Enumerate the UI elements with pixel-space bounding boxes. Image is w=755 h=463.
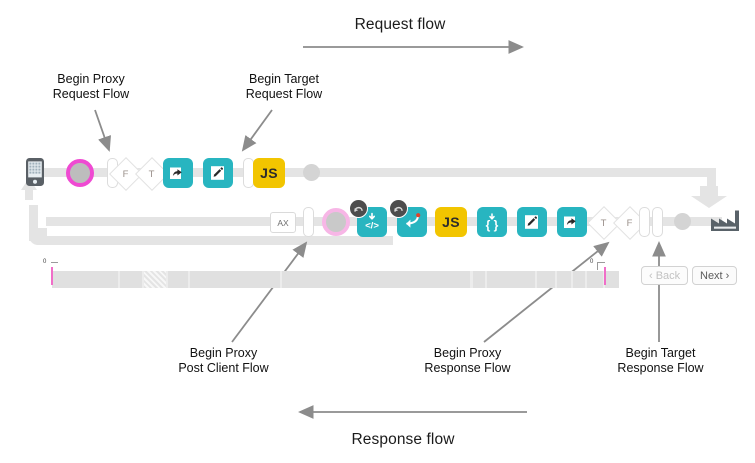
callout-arrow-begin-proxy-post-client-flow — [231, 241, 308, 343]
proxy-response-flow-bar[interactable] — [639, 207, 650, 237]
diamond-label: F — [123, 168, 129, 180]
target-server-icon[interactable] — [710, 209, 740, 238]
callout-line-1: Begin Target — [249, 72, 319, 86]
timeline-segment[interactable] — [52, 271, 118, 288]
timeline-marker-left[interactable] — [51, 267, 53, 285]
request-start-ring[interactable] — [66, 159, 94, 187]
callout-line-1: Begin Proxy — [189, 346, 258, 360]
assign-message-policy[interactable] — [203, 158, 233, 188]
service-callout-policy[interactable] — [163, 158, 193, 188]
share-arrow-icon — [564, 216, 576, 228]
pencil-icon — [211, 166, 224, 180]
js-icon: JS — [260, 165, 278, 181]
timeline-segment-hatched[interactable] — [144, 271, 166, 288]
mobile-phone-icon — [26, 158, 44, 186]
callout-line-1: Begin Proxy — [433, 346, 502, 360]
callout-arrow-begin-proxy-response-flow — [483, 241, 610, 343]
callout-begin-proxy-post-client-flow: Begin Proxy Post Client Flow — [152, 346, 295, 376]
timeline-segment[interactable] — [282, 271, 470, 288]
back-button[interactable]: ‹ Back — [641, 266, 689, 285]
timeline-tick-right — [597, 262, 605, 270]
callout-arrow-begin-proxy-request-flow — [94, 109, 111, 152]
callout-begin-proxy-response-flow: Begin Proxy Response Flow — [396, 346, 539, 376]
post-client-ring[interactable] — [322, 208, 350, 236]
extract-variables-policy[interactable]: </> — [349, 199, 387, 237]
callout-begin-target-request-flow: Begin Target Request Flow — [214, 72, 354, 102]
raise-fault-policy[interactable] — [389, 199, 427, 237]
svg-text:{ }: { } — [486, 218, 499, 232]
curved-arrow-icon — [354, 206, 363, 212]
timeline-segment[interactable] — [605, 271, 619, 288]
curly-braces-icon: { } — [486, 213, 499, 232]
callout-line-2: Response Flow — [617, 361, 704, 375]
callout-line-2: Post Client Flow — [178, 361, 269, 375]
response-start-dot[interactable] — [674, 213, 691, 230]
track-corner-left — [29, 228, 47, 245]
timeline-segment[interactable] — [557, 271, 571, 288]
js-icon: JS — [442, 214, 460, 230]
pencil-icon — [525, 215, 538, 229]
factory-icon — [711, 210, 739, 231]
timeline-segment[interactable] — [537, 271, 555, 288]
callout-line-1: Begin Proxy — [57, 72, 125, 86]
json-policy[interactable]: { } — [477, 207, 507, 237]
post-client-flow-bar[interactable] — [303, 207, 314, 237]
callout-line-1: Begin Target — [625, 346, 696, 360]
ax-analytics-policy[interactable]: AX — [270, 212, 296, 233]
diamond-label: F — [627, 217, 633, 229]
curved-arrow-icon — [406, 213, 421, 228]
timeline-segment[interactable] — [120, 271, 142, 288]
svg-text:</>: </> — [365, 221, 379, 232]
callout-line-2: Response Flow — [424, 361, 511, 375]
response-return-track — [33, 236, 393, 245]
assign-message-policy[interactable] — [517, 207, 547, 237]
timeline-segment[interactable] — [190, 271, 280, 288]
javascript-policy[interactable]: JS — [435, 207, 467, 237]
timeline-segment[interactable] — [473, 271, 485, 288]
request-flow-track — [44, 168, 716, 177]
code-tags-icon: </> — [365, 212, 379, 232]
timeline-segment[interactable] — [587, 271, 603, 288]
timeline-segment[interactable] — [487, 271, 535, 288]
javascript-policy[interactable]: JS — [253, 158, 285, 188]
track-corner-right — [698, 168, 716, 186]
timeline-label-right: 0 — [590, 259, 594, 265]
next-button[interactable]: Next › — [692, 266, 738, 285]
request-to-response-connector — [707, 168, 716, 186]
callout-line-2: Request Flow — [52, 87, 130, 101]
timeline-marker-right[interactable] — [604, 267, 606, 285]
diamond-label: T — [149, 168, 155, 180]
target-response-flow-bar[interactable] — [652, 207, 663, 237]
ax-icon: AX — [277, 217, 289, 228]
timeline-segment[interactable] — [168, 271, 188, 288]
response-flow-title: Response flow — [351, 431, 455, 448]
request-end-dot[interactable] — [303, 164, 320, 181]
client-device-icon[interactable] — [25, 157, 45, 192]
callout-arrow-begin-target-request-flow — [241, 109, 273, 152]
curved-arrow-icon — [394, 206, 403, 212]
share-arrow-icon — [170, 167, 182, 179]
request-track-arrowhead — [691, 186, 727, 208]
conditional-badge — [349, 199, 368, 218]
timeline-tick-left — [51, 262, 58, 270]
response-return-riser — [29, 205, 38, 241]
diamond-label: T — [601, 217, 607, 229]
timeline-segment[interactable] — [573, 271, 585, 288]
callout-begin-target-response-flow: Begin Target Response Flow — [589, 346, 732, 376]
callout-line-2: Request Flow — [245, 87, 323, 101]
conditional-badge — [389, 199, 408, 218]
request-flow-title: Request flow — [354, 16, 446, 33]
service-callout-policy[interactable] — [557, 207, 587, 237]
timeline-label-left: 0 — [43, 259, 47, 265]
callout-begin-proxy-request-flow: Begin Proxy Request Flow — [21, 72, 161, 102]
